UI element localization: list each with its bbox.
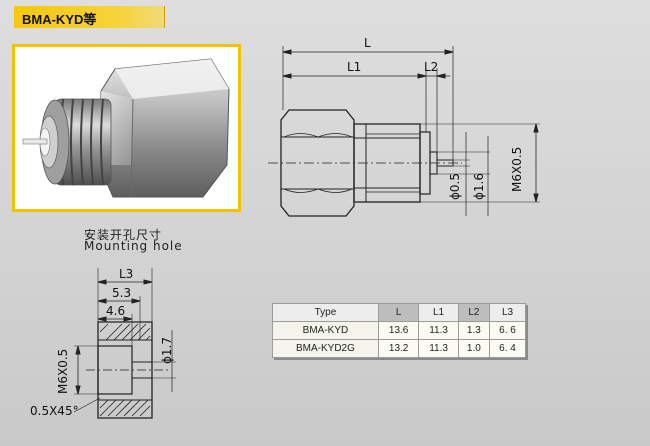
page-title: BMA-KYD等: [22, 12, 97, 27]
thread-section: [54, 98, 112, 186]
title-bar: BMA-KYD等: [14, 6, 165, 28]
cell-l: 13.2: [377, 339, 420, 358]
cell-l2: 1.3: [457, 321, 491, 340]
header-l: L: [377, 303, 420, 322]
dim-label-l1: L1: [347, 60, 362, 74]
cell-type: BMA-KYD2G: [272, 339, 379, 358]
product-photo-illustration: [22, 58, 230, 198]
mounting-caption-cn: 安装开孔尺寸: [84, 228, 163, 242]
header-l2: L2: [457, 303, 491, 322]
spec-table-header-row: Type L L1 L2 L3: [272, 303, 526, 322]
cell-l2: 1.0: [457, 339, 491, 358]
dim-label-l: L: [364, 36, 371, 50]
cell-l: 13.6: [377, 321, 420, 340]
table-row: BMA-KYD2G 13.2 11.3 1.0 6. 4: [272, 339, 526, 358]
dim-label-l2: L2: [424, 60, 439, 74]
header-l3: L3: [489, 303, 526, 322]
cell-l1: 11.3: [418, 321, 459, 340]
cell-type: BMA-KYD: [272, 321, 379, 340]
dim-label-side-thread: M6X0.5: [510, 146, 524, 192]
mounting-caption-en: Mounting hole: [84, 239, 183, 253]
mounting-hole-section: [73, 268, 176, 419]
dim-label-chamfer: 0.5X45°: [30, 404, 79, 418]
dim-label-hole-thread: M6X0.5: [56, 348, 70, 394]
cell-l3: 6. 6: [489, 321, 526, 340]
header-l1: L1: [418, 303, 459, 322]
cell-l1: 11.3: [418, 339, 459, 358]
dim-label-pin-diameter: ϕ0.5: [448, 173, 462, 200]
spec-table: Type L L1 L2 L3 BMA-KYD 13.6 11.3 1.3 6.…: [272, 303, 526, 358]
product-photo-frame: [12, 44, 241, 212]
table-row: BMA-KYD 13.6 11.3 1.3 6. 6: [272, 321, 526, 340]
dim-label-hole-diameter: ϕ1.7: [160, 337, 174, 364]
connector-side-view: [268, 46, 540, 217]
dim-label-l3: L3: [119, 267, 134, 281]
cell-l3: 6. 4: [489, 339, 526, 358]
dim-label-step-diameter: ϕ1.6: [472, 173, 486, 200]
header-type: Type: [272, 303, 379, 322]
dim-label-5-3: 5.3: [112, 286, 132, 300]
dim-label-4-6: 4.6: [106, 304, 126, 318]
